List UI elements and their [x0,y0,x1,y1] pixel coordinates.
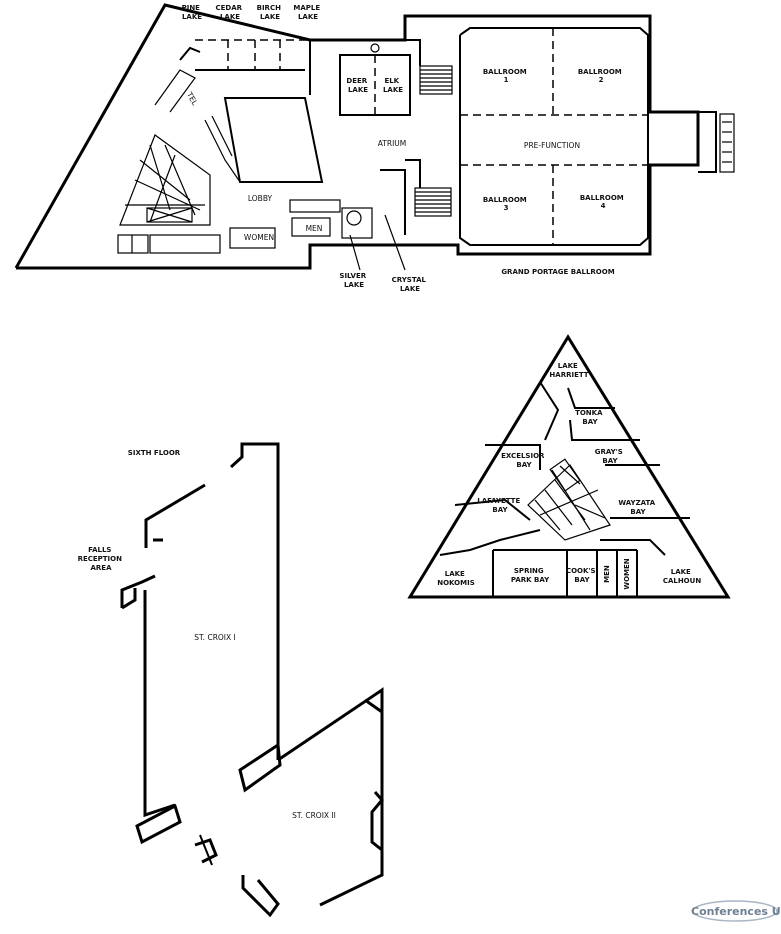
room-men-triangle: MEN [603,565,611,583]
watermark-logo: Conferences UK [691,900,781,922]
room-women: WOMEN [244,233,274,242]
room-ballroom-1: BALLROOM 1 [483,68,529,84]
room-maple-lake: MAPLE LAKE [293,4,322,21]
room-tel: TEL [184,90,199,108]
room-elk-lake: ELK LAKE [383,77,403,94]
label-sixth-floor: SIXTH FLOOR [128,449,181,457]
room-lafayette-bay: LAFAYETTE BAY [477,497,522,514]
room-grays-bay: GRAY'S BAY [595,448,626,465]
label-grand-portage-ballroom: GRAND PORTAGE BALLROOM [501,268,614,276]
room-cooks-bay: COOK'S BAY [566,567,598,584]
room-excelsior-bay: EXCELSIOR BAY [501,452,547,469]
main-floor-labels: PINE LAKE CEDAR LAKE BIRCH LAKE MAPLE LA… [182,4,626,293]
room-ballroom-4: BALLROOM 4 [580,194,626,210]
room-cedar-lake: CEDAR LAKE [216,4,245,21]
room-lake-calhoun: LAKE CALHOUN [663,568,702,585]
room-women-triangle: WOMEN [623,558,631,589]
room-ballroom-3: BALLROOM 3 [483,196,529,212]
room-silver-lake: SILVER LAKE [339,272,368,289]
room-birch-lake: BIRCH LAKE [257,4,284,21]
room-pine-lake: PINE LAKE [182,4,203,21]
room-wayzata-bay: WAYZATA BAY [618,499,657,516]
area-falls-reception: FALLS RECEPTION AREA [78,546,125,572]
room-men: MEN [306,224,323,233]
triangle-floor-plan [407,334,731,599]
room-lobby: LOBBY [248,194,273,203]
room-lake-nokomis: LAKE NOKOMIS [437,570,474,587]
sixth-floor-labels: SIXTH FLOOR FALLS RECEPTION AREA ST. CRO… [78,449,336,820]
room-st-croix-1: ST. CROIX I [194,633,236,642]
area-pre-function: PRE-FUNCTION [524,141,580,150]
room-spring-park-bay: SPRING PARK BAY [511,567,550,584]
main-floor-plan [14,3,735,271]
room-crystal-lake: CRYSTAL LAKE [392,276,429,293]
room-lake-harriett: LAKE HARRIETT [549,362,588,379]
room-tonka-bay: TONKA BAY [575,409,605,426]
room-deer-lake: DEER LAKE [346,77,369,94]
room-st-croix-2: ST. CROIX II [292,811,336,820]
watermark-text: Conferences UK [691,905,781,918]
room-atrium: ATRIUM [378,139,407,148]
triangle-floor-labels: LAKE HARRIETT TONKA BAY EXCELSIOR BAY GR… [437,362,701,590]
room-ballroom-2: BALLROOM 2 [578,68,624,84]
sixth-floor-plan [120,442,384,918]
